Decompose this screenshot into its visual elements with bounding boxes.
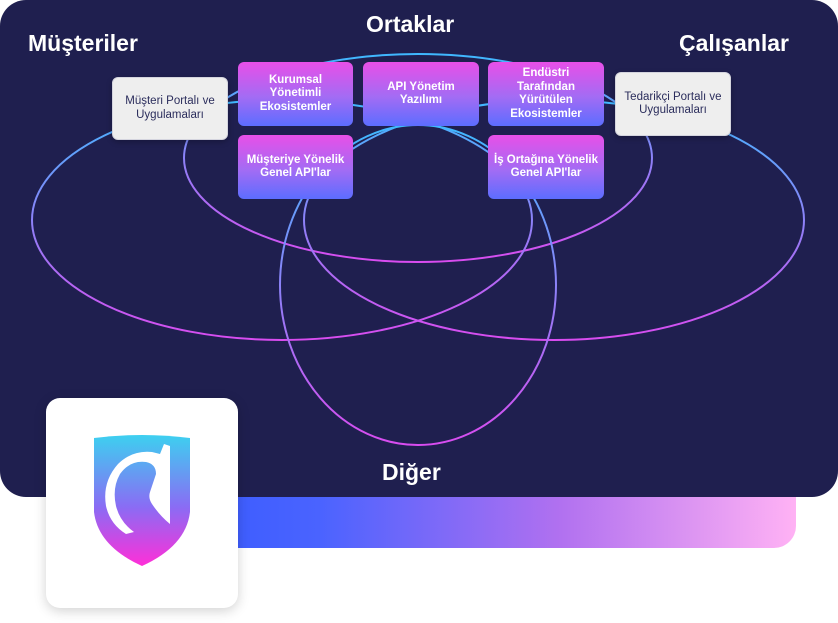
- box-supplier-portal: Tedarikçi Portalı ve Uygulamaları: [615, 72, 731, 136]
- box-corporate-ecosystems: Kurumsal Yönetimli Ekosistemler: [238, 62, 353, 126]
- label-partners: Ortaklar: [366, 11, 455, 37]
- box-customer-portal: Müşteri Portalı ve Uygulamaları: [112, 77, 228, 140]
- label-employees: Çalışanlar: [679, 30, 789, 56]
- box-api-management: API Yönetim Yazılımı: [363, 62, 479, 126]
- label-other: Diğer: [382, 459, 441, 485]
- logo-card: [46, 398, 238, 608]
- box-partner-apis: İş Ortağına Yönelik Genel API'lar: [488, 135, 604, 199]
- label-customers: Müşteriler: [28, 30, 138, 56]
- box-industry-ecosystems: Endüstri Tarafından Yürütülen Ekosisteml…: [488, 62, 604, 126]
- venn-rings: [31, 53, 805, 446]
- box-customer-apis: Müşteriye Yönelik Genel API'lar: [238, 135, 353, 199]
- ring-partners: [183, 53, 653, 263]
- horse-shield-icon: [94, 435, 190, 566]
